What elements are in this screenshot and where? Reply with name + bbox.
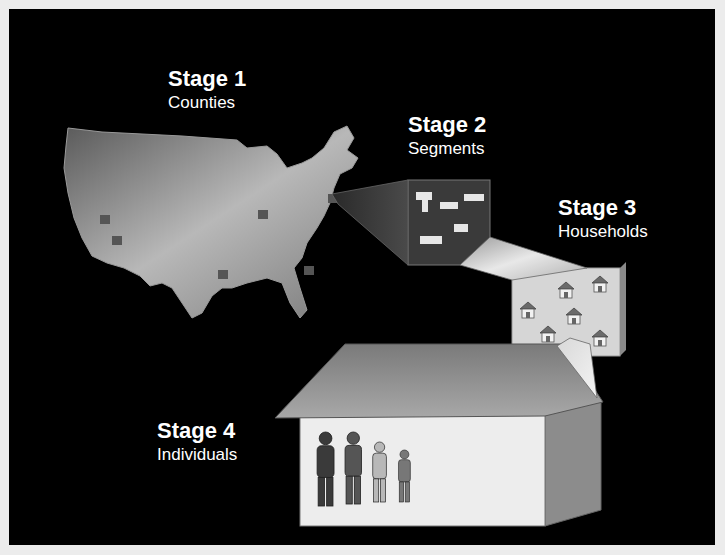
illustration-part [318, 477, 324, 506]
illustration-part [62, 118, 380, 322]
illustration-part [275, 340, 605, 530]
stage-heading: Stage 1 [168, 66, 246, 92]
stage-label: Households [558, 222, 648, 242]
stage-heading: Stage 3 [558, 195, 636, 221]
illustration-part [300, 414, 545, 526]
band-connector [557, 338, 597, 398]
illustration-part [542, 333, 554, 342]
illustration-part [398, 460, 410, 482]
illustration-part [454, 224, 468, 232]
segments-box: Stage 2Segments [408, 180, 490, 265]
illustration-part [520, 302, 536, 318]
illustration-part [345, 432, 361, 504]
stage-heading: Stage 4 [157, 418, 235, 444]
illustration-part [560, 289, 572, 298]
stage-heading: Stage 2 [408, 112, 486, 138]
illustration-part [408, 180, 490, 265]
illustration-part [354, 476, 360, 504]
illustration-part [317, 432, 334, 506]
band-connector [460, 237, 587, 280]
illustration-part [512, 268, 620, 356]
illustration-part [540, 326, 556, 333]
illustration-part [620, 262, 626, 356]
illustration-part [464, 194, 484, 201]
illustration-part [373, 453, 387, 479]
illustration-part [422, 200, 428, 212]
illustration-part [218, 270, 228, 279]
households-box: Stage 3Households [512, 268, 620, 356]
illustration-part [592, 330, 608, 346]
illustration-part [558, 282, 574, 289]
illustration-part [345, 445, 361, 476]
illustration-part [592, 276, 608, 283]
illustration-part [594, 337, 606, 346]
illustration-part [540, 326, 556, 342]
illustration-part [327, 477, 333, 506]
illustration-part [304, 266, 314, 275]
stage-label: Segments [408, 139, 485, 159]
illustration-part [374, 479, 379, 502]
illustration-part [64, 126, 358, 318]
illustration-part [380, 479, 385, 502]
illustration-part [572, 318, 576, 324]
illustration-part [440, 202, 458, 209]
illustration-part [592, 330, 608, 337]
illustration-part [592, 276, 608, 292]
illustration-part [546, 336, 550, 342]
illustration-part [566, 308, 582, 324]
illustration-part [522, 309, 534, 318]
us-map: Stage 1Counties [62, 118, 380, 322]
illustration-part [568, 315, 580, 324]
illustration-part [416, 192, 432, 200]
illustration-part [598, 340, 602, 346]
illustration-part [373, 442, 387, 502]
illustration-part [564, 292, 568, 298]
illustration-part [598, 286, 602, 292]
illustration-part [558, 282, 574, 298]
illustration-part [317, 446, 334, 478]
stage-label: Counties [168, 93, 235, 113]
funnel-connector [332, 180, 408, 265]
illustration-part [398, 450, 410, 502]
illustration-part [400, 450, 409, 459]
illustration-part [405, 482, 409, 502]
illustration-part [328, 194, 338, 203]
illustration-part [275, 344, 603, 418]
illustration-part [100, 215, 110, 224]
illustration-part [512, 268, 620, 356]
illustration-part [520, 302, 536, 309]
illustration-part [594, 283, 606, 292]
illustration-part [347, 432, 359, 444]
illustration-part [319, 432, 332, 445]
illustration-part [258, 210, 268, 219]
stage-label: Individuals [157, 445, 237, 465]
illustration-part [526, 312, 530, 318]
illustration-part [346, 476, 352, 504]
illustration-part [374, 442, 384, 452]
illustration-part [566, 308, 582, 315]
illustration-part [399, 482, 403, 502]
illustration-part [545, 400, 601, 526]
illustration-part [420, 236, 442, 244]
illustration-part [112, 236, 122, 245]
illustration-part [408, 180, 490, 265]
house: Stage 4Individuals [275, 340, 605, 530]
